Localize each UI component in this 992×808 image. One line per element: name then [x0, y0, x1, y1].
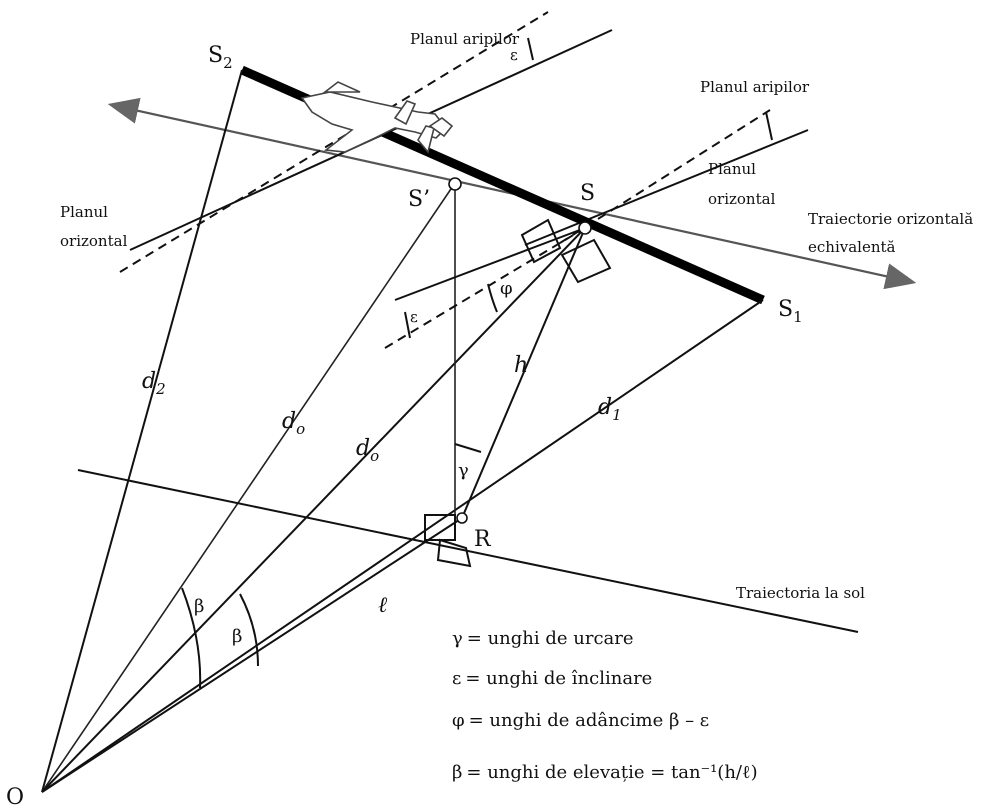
ray-ground-l — [41, 517, 463, 793]
legend-row-1: γ= unghi de urcare — [452, 628, 634, 649]
horizontal-reference-line — [394, 227, 586, 301]
label-eps-top: ε — [510, 46, 518, 64]
point-S-prime — [448, 177, 462, 191]
wing-plane-top-dashed — [119, 11, 549, 273]
label-equiv-traj-1: Traiectorie orizontală — [808, 210, 973, 228]
label-wing-plane-top: Planul aripilor — [410, 30, 520, 48]
label-gamma: γ — [458, 460, 469, 481]
label-S2: S2 — [208, 43, 233, 72]
label-d0-mid: do — [356, 436, 379, 465]
phi-arc — [487, 283, 498, 313]
label-O: O — [6, 785, 24, 808]
ray-d2 — [41, 69, 243, 793]
label-phi: φ — [500, 278, 513, 299]
gamma-arc — [454, 443, 482, 453]
eps-tick — [404, 311, 411, 339]
right-angle-marker-r2 — [436, 538, 472, 568]
label-ground-trajectory: Traiectoria la sol — [736, 584, 865, 602]
label-S: S — [580, 181, 595, 206]
label-d1: d1 — [598, 395, 622, 424]
ray-d0-mid — [41, 227, 586, 793]
label-h: h — [514, 353, 528, 378]
label-l: ℓ — [378, 593, 388, 618]
right-angle-marker-r1 — [424, 514, 456, 541]
ray-d1 — [41, 299, 764, 793]
eps-right-tick — [765, 111, 773, 141]
right-angle-marker-s1 — [520, 218, 562, 264]
legend-row-2: ε= unghi de înclinare — [452, 668, 652, 689]
label-S1: S1 — [778, 297, 803, 326]
height-line-h — [461, 227, 586, 519]
legend-row-3: φ= unghi de adâncime β – ε — [452, 710, 709, 731]
wing-plane-right-line — [524, 129, 809, 246]
label-horizontal-plane-left-2: orizontal — [60, 232, 128, 250]
point-S — [578, 221, 592, 235]
legend-row-4: β= unghi de elevație = tan⁻¹(h/ℓ) — [452, 762, 758, 783]
label-horizontal-plane-right-2: orizontal — [708, 190, 776, 208]
ground-trajectory-line — [77, 469, 859, 633]
label-beta-left: β — [194, 596, 204, 617]
legend: γ= unghi de urcare ε= unghi de înclinare… — [452, 628, 758, 783]
beta-arc-right — [239, 593, 259, 667]
point-R — [456, 512, 468, 524]
right-angle-marker-s2 — [560, 238, 612, 284]
label-d2: d2 — [142, 369, 166, 398]
label-horizontal-plane-right-1: Planul — [708, 160, 756, 178]
label-beta-right: β — [232, 626, 242, 647]
beta-arc-left — [181, 587, 202, 689]
wing-plane-right-dashed — [559, 109, 771, 244]
depth-dashed-line — [384, 227, 586, 349]
ray-d0-left — [41, 182, 456, 793]
airplane-icon — [300, 81, 454, 154]
label-R: R — [474, 527, 492, 552]
label-wing-plane-right: Planul aripilor — [700, 78, 810, 96]
eps-top-tick — [527, 37, 534, 61]
label-equiv-traj-2: echivalentă — [808, 238, 896, 256]
label-eps-mid: ε — [410, 308, 418, 326]
label-d0-left: do — [282, 409, 305, 438]
label-S-prime: S’ — [408, 187, 430, 212]
label-horizontal-plane-left-1: Planul — [60, 203, 108, 221]
